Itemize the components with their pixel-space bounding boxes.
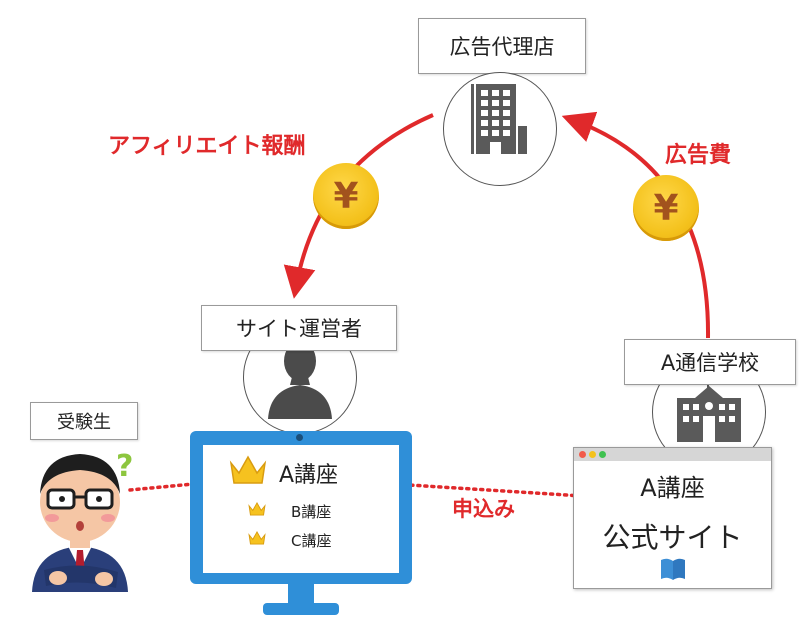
school-label: A通信学校 bbox=[624, 339, 796, 385]
camera-dot bbox=[296, 434, 303, 441]
browser-titlebar bbox=[574, 448, 771, 461]
site-operator-label: サイト運営者 bbox=[201, 305, 397, 351]
monitor: A講座 B講座 C講座 bbox=[190, 431, 412, 584]
confused-person-icon: ? bbox=[32, 449, 133, 592]
maximize-dot bbox=[599, 451, 606, 458]
monitor-screen: A講座 B講座 C講座 bbox=[203, 445, 399, 573]
apply-label: 申込み bbox=[452, 497, 515, 521]
building-icon bbox=[471, 84, 527, 154]
monitor-stand bbox=[263, 603, 339, 615]
yen-coin-icon: ¥ bbox=[313, 163, 379, 229]
ad-fee-label: 広告費 bbox=[665, 143, 732, 168]
affiliate-reward-label: アフィリエイト報酬 bbox=[108, 134, 306, 159]
yen-coin-icon: ¥ bbox=[633, 175, 699, 241]
svg-text:?: ? bbox=[116, 449, 133, 484]
official-site-course: A講座 bbox=[640, 474, 705, 502]
monitor-neck bbox=[288, 584, 314, 606]
examinee-label: 受験生 bbox=[30, 402, 138, 440]
school-building-icon bbox=[677, 378, 741, 442]
rank3-label: C講座 bbox=[291, 532, 332, 550]
crown-icon bbox=[229, 455, 267, 484]
agency-label: 広告代理店 bbox=[418, 18, 586, 74]
minimize-dot bbox=[589, 451, 596, 458]
official-site-title: 公式サイト bbox=[602, 521, 743, 554]
crown-icon bbox=[248, 531, 266, 545]
apply-arrow bbox=[360, 480, 605, 507]
book-icon bbox=[661, 558, 685, 580]
close-dot bbox=[579, 451, 586, 458]
person-icon bbox=[268, 341, 332, 419]
official-site-window: A講座 公式サイト bbox=[573, 447, 772, 589]
rank1-label: A講座 bbox=[279, 463, 339, 488]
rank2-label: B講座 bbox=[291, 503, 332, 521]
agency-circle bbox=[443, 72, 557, 186]
crown-icon bbox=[248, 502, 266, 516]
